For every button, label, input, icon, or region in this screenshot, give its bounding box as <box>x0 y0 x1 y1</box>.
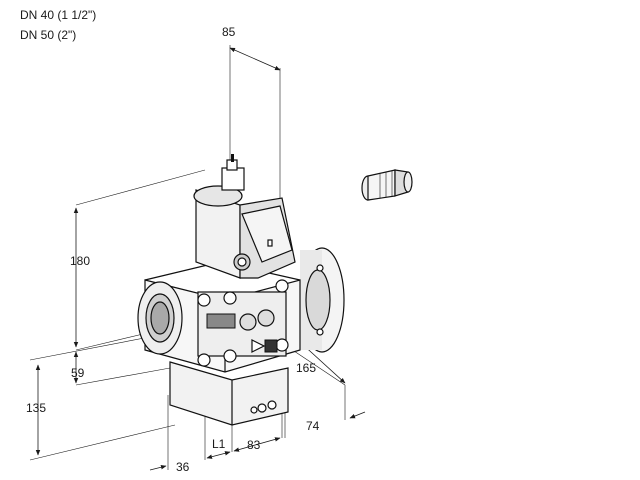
dim-l1-label: L1 <box>212 437 226 451</box>
dim-135: 135 <box>26 334 176 461</box>
dim-135-label: 135 <box>26 401 46 415</box>
dim-bottom: 36 L1 83 <box>149 395 283 474</box>
dim-36-label: 36 <box>176 460 190 474</box>
dim-59-label: 59 <box>71 366 85 380</box>
cable-gland-icon <box>361 169 413 201</box>
title-dn40: DN 40 (1 1/2") <box>20 8 97 22</box>
title-dn50: DN 50 (2") <box>20 28 77 42</box>
dim-180-label: 180 <box>70 254 90 268</box>
dim-59: 59 <box>71 351 171 386</box>
dim-85-label: 85 <box>222 25 236 39</box>
dim-74-label: 74 <box>306 419 320 433</box>
dim-165-label: 165 <box>296 361 316 375</box>
dim-83-label: 83 <box>247 438 261 452</box>
dim-74: 74 <box>284 385 366 438</box>
arrow-icon <box>251 339 266 353</box>
valve-body-icon <box>137 154 345 426</box>
dim-85: 85 <box>222 25 281 200</box>
